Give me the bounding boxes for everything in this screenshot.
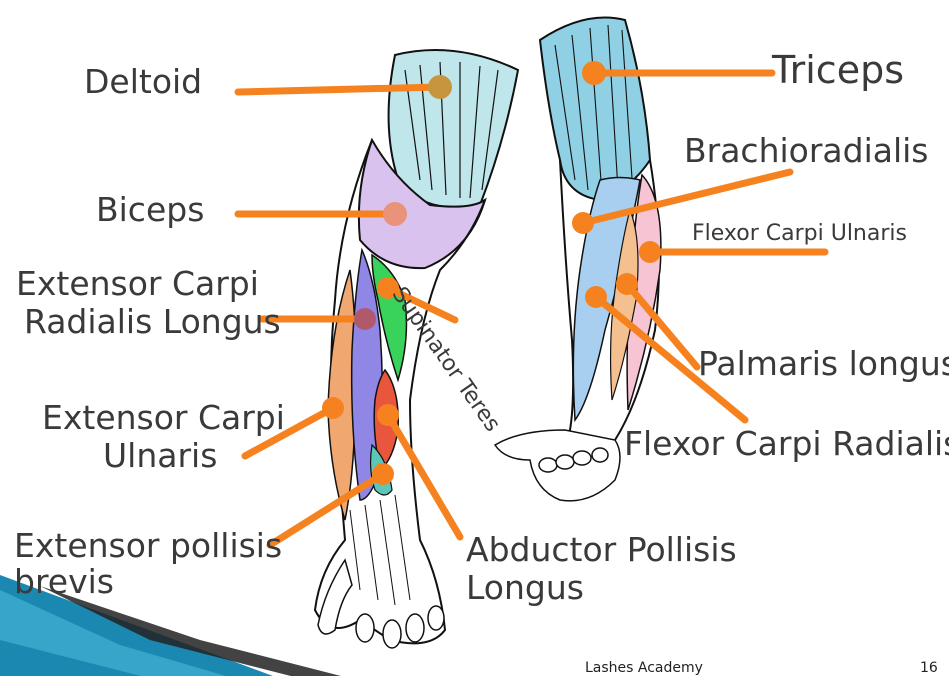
- dot-apl: [377, 404, 399, 426]
- page-number: 16: [920, 660, 938, 676]
- deltoid-muscle: [389, 50, 518, 208]
- label-triceps: Triceps: [772, 48, 904, 92]
- label-palmaris: Palmaris longus: [698, 344, 949, 384]
- dot-brachioradialis: [572, 212, 594, 234]
- dot-fcu: [639, 241, 661, 263]
- label-epb-line2: brevis: [14, 562, 114, 602]
- footer-text: Lashes Academy: [585, 660, 703, 676]
- label-apl-line2: Longus: [466, 568, 584, 608]
- label-fcu: Flexor Carpi Ulnaris: [692, 220, 907, 248]
- label-ecu-line1: Extensor Carpi: [42, 398, 285, 438]
- dot-fcr: [585, 286, 607, 308]
- label-brachioradialis: Brachioradialis: [684, 131, 929, 171]
- dot-palmaris: [616, 273, 638, 295]
- dot-deltoid: [428, 75, 452, 99]
- label-apl-line1: Abductor Pollisis: [466, 530, 737, 570]
- dot-ecrl: [354, 308, 376, 330]
- label-fcr: Flexor Carpi Radialis: [624, 424, 949, 464]
- dot-biceps: [383, 202, 407, 226]
- label-deltoid: Deltoid: [84, 62, 202, 102]
- dot-epb: [372, 463, 394, 485]
- label-ecrl-line1: Extensor Carpi: [16, 264, 259, 304]
- triceps-muscle: [540, 18, 650, 201]
- label-epb-line1: Extensor pollisis: [14, 526, 282, 566]
- dot-ecu: [322, 397, 344, 419]
- dot-triceps: [582, 61, 606, 85]
- label-ecu-line2: Ulnaris: [103, 436, 217, 476]
- label-ecrl-line2: Radialis Longus: [24, 302, 281, 342]
- label-biceps: Biceps: [96, 190, 204, 230]
